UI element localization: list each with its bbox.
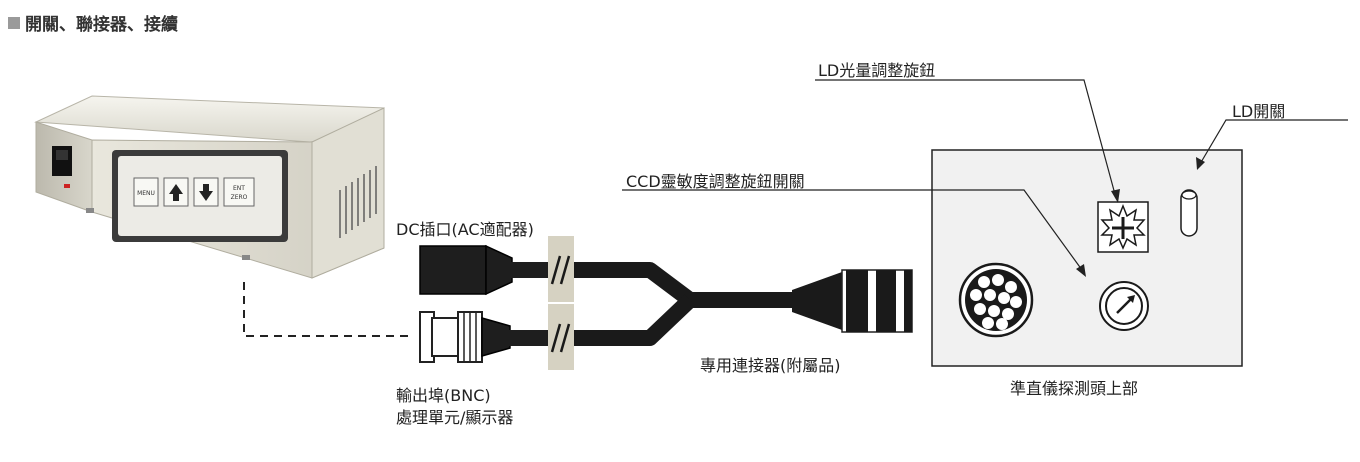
cable-break-upper	[548, 236, 574, 302]
output-port-label: 輸出埠(BNC)	[396, 386, 491, 405]
break-marks	[550, 255, 571, 353]
leader-arrows	[1076, 157, 1205, 277]
ccd-knob-label: CCD靈敏度調整旋鈕開關	[626, 172, 805, 191]
dc-plug	[419, 244, 550, 296]
ld-knob-icon	[1097, 201, 1149, 253]
vent-slots	[339, 166, 377, 238]
ccd-knob-icon	[1099, 281, 1149, 331]
title-square-icon	[8, 16, 20, 29]
ld-knob-label: LD光量調整旋鈕	[818, 61, 936, 80]
probe-top-label: 準直儀探測頭上部	[1010, 379, 1139, 398]
leader-lines	[622, 79, 1348, 271]
zero-button-label: ZERO	[231, 194, 248, 201]
bnc-plug	[419, 311, 550, 363]
controller-device	[34, 95, 385, 279]
multi-pin-socket	[958, 262, 1034, 338]
cable-break-lower	[548, 304, 574, 370]
ld-switch-icon	[1180, 189, 1198, 237]
connector-label: 專用連接器(附屬品)	[700, 356, 841, 375]
menu-button-label: MENU	[137, 190, 155, 197]
probe-panel	[931, 149, 1243, 367]
ld-switch-label: LD開關	[1232, 102, 1286, 121]
down-arrow-icon	[199, 184, 213, 201]
ent-button-label: ENT	[233, 185, 245, 192]
dashed-link	[243, 282, 414, 337]
section-title: 開關、聯接器、接續	[8, 10, 178, 35]
cables	[574, 262, 800, 346]
processor-display-label: 處理單元/顯示器	[396, 408, 514, 427]
up-arrow-icon	[169, 184, 183, 201]
ent-zero-button	[223, 177, 255, 207]
menu-button	[133, 177, 159, 207]
title-text: 開關、聯接器、接續	[25, 15, 178, 35]
dedicated-connector	[792, 269, 913, 333]
dc-jack-label: DC插口(AC適配器)	[396, 220, 534, 239]
